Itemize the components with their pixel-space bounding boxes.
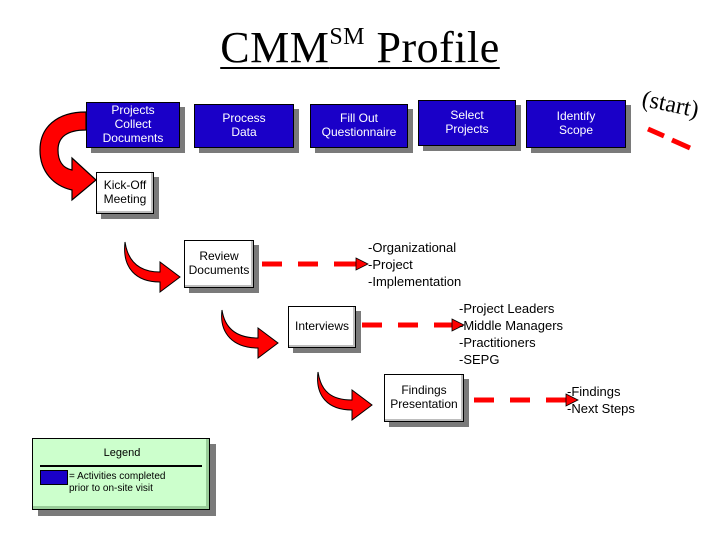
step-arrow-2 [221, 309, 279, 359]
step-findings-presentation: Findings Presentation [384, 374, 464, 422]
step-review-documents: Review Documents [184, 240, 254, 288]
legend-divider [40, 465, 202, 467]
step-interviews: Interviews [288, 306, 356, 348]
interviews-items: -Project Leaders -Middle Managers -Pract… [459, 301, 564, 367]
findings-items: -Findings -Next Steps [567, 384, 635, 416]
activity-projects-collect-documents: Projects Collect Documents [86, 102, 180, 148]
activity-select-projects: Select Projects [418, 100, 516, 146]
step-arrow-3 [317, 371, 373, 421]
legend-title: Legend [103, 447, 141, 459]
page-title: CMMSM Profile [220, 23, 500, 72]
activity-fill-out-questionnaire: Fill Out Questionnaire [310, 104, 408, 148]
start-dash [646, 126, 692, 151]
step-kickoff-meeting: Kick-Off Meeting [96, 172, 154, 214]
legend: Legend = Activities completed prior to o… [32, 438, 210, 510]
legend-swatch [40, 470, 68, 485]
step-arrow-1 [124, 241, 181, 293]
activity-identify-scope: Identify Scope [526, 100, 626, 148]
legend-swatch-text: = Activities completed prior to on-site … [69, 471, 166, 494]
review-documents-items: -Organizational -Project -Implementation [368, 240, 462, 289]
activity-process-data: Process Data [194, 104, 294, 148]
